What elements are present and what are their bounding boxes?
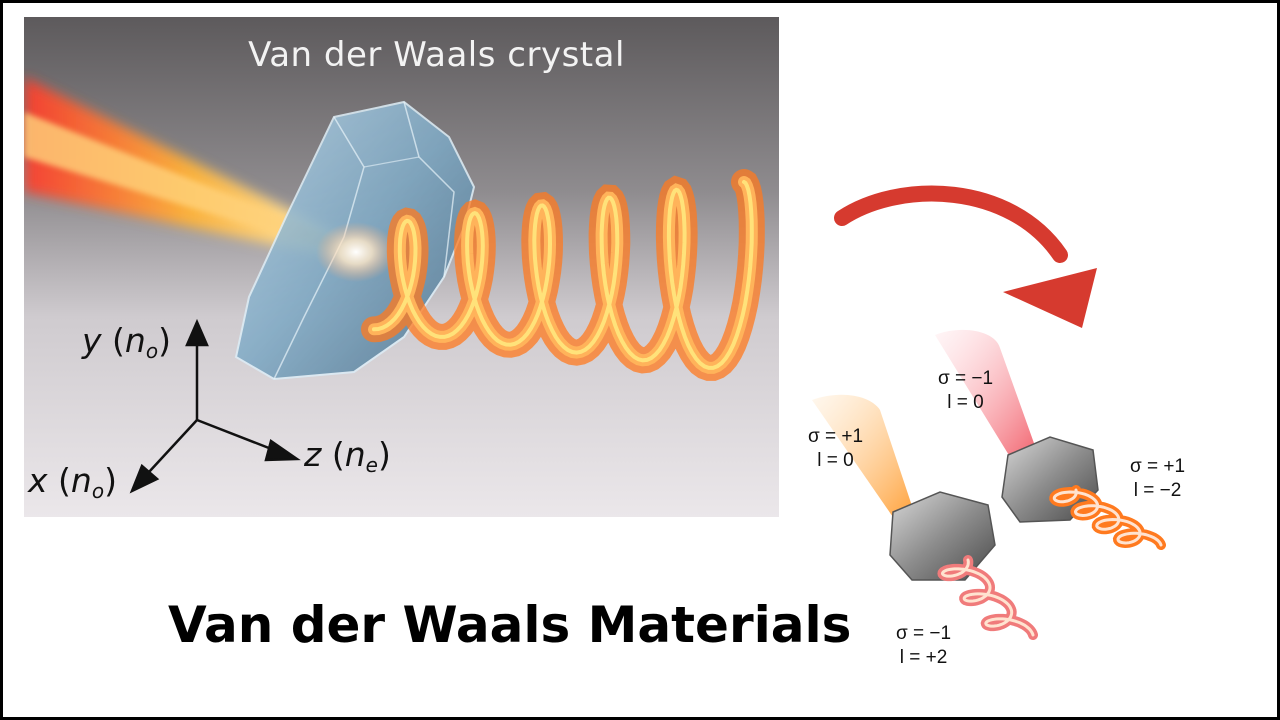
- coil-strand: [940, 558, 1035, 637]
- y-axis-label: y (no): [82, 321, 171, 363]
- crystal-illustration-art: [24, 17, 779, 517]
- orange-cone: [812, 394, 915, 520]
- coil-strand: [1052, 488, 1163, 547]
- z-axis-label: z (ne): [304, 435, 391, 477]
- orange-coil: [1049, 485, 1166, 550]
- crystal-illustration: Van der Waals crystal y (no) z (ne) x (n…: [24, 17, 779, 517]
- axes-arrows: [129, 318, 301, 494]
- x-axis-label: x (no): [28, 461, 117, 503]
- hero-title: Van der Waals crystal: [248, 35, 625, 75]
- pink-coil: [937, 555, 1038, 640]
- arrow-head: [1003, 268, 1097, 328]
- helical-beam: [361, 169, 765, 381]
- curved-arrow: [834, 185, 1068, 263]
- main-title: Van der Waals Materials: [168, 596, 852, 654]
- pink-cone: [935, 329, 1040, 465]
- helix-strand: [372, 180, 754, 370]
